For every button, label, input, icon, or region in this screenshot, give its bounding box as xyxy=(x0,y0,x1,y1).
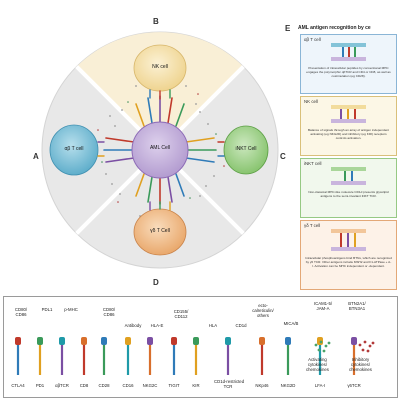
legend-icon-ctla4 xyxy=(15,337,21,375)
legend-icons xyxy=(15,337,375,375)
legend-top-label-ecto: ecto- calreticulin/ others xyxy=(252,303,274,318)
legend-icon-nkg2d xyxy=(285,337,291,375)
ab-t-cell-box: αβ T cell Presentation of intracellular … xyxy=(300,34,397,94)
legend-bottom-label-cd16: CD16 xyxy=(122,383,134,388)
nk-receptor-illustration xyxy=(331,105,366,123)
panel-letter-e: E xyxy=(285,24,291,33)
legend-inhibitory-label: Inhibitory cytokines/ chemokines xyxy=(349,357,372,372)
ab-tcr-illustration xyxy=(331,43,366,61)
inkt-cell-box: iNKT cell Non-classical MHC-like molecul… xyxy=(300,158,397,218)
legend-icon-kir xyxy=(193,337,199,375)
legend-bottom-label-cd8: CD8 xyxy=(79,383,89,388)
nk-cell-box: NK cell Balance of signals through an ar… xyxy=(300,96,397,156)
legend-top-label-cd1d: CD1d xyxy=(235,323,247,328)
legend-bottom-label-gdtcr: γ6TCR xyxy=(347,383,361,388)
legend-top-label-cd80-cd86-b: CD80/ CD86 xyxy=(102,307,116,317)
legend-icon-pd1 xyxy=(37,337,43,375)
legend-top-label-icam: ICAM1-5/ JAM-A xyxy=(313,301,333,311)
inhibitory-particles xyxy=(97,93,225,203)
gd-t-cell-box-title: γδ T cell xyxy=(304,223,321,228)
legend-bottom-label-kir: KIR xyxy=(192,383,200,388)
legend-bottom-label-nkg2d: NKG2D xyxy=(280,383,296,388)
legend-bottom-label-lfa1: LFA-I xyxy=(314,383,326,388)
gd-t-cell-box-text: Intracellular phosphoantigens bind BTNs,… xyxy=(305,256,392,268)
gd-t-cell-label: γδ T Cell xyxy=(150,228,170,234)
legend-bottom-label-nkp46: NKp46 xyxy=(255,383,269,388)
activating-cytokine-icon xyxy=(314,340,331,353)
legend-icon-nkp46 xyxy=(259,337,265,375)
ab-t-cell-box-title: αβ T cell xyxy=(304,37,321,42)
ab-t-cell-box-text: Presentation of intracellular peptides b… xyxy=(306,66,391,78)
legend-top-label-cd155: CD155/ CD112 xyxy=(173,309,189,319)
legend-bottom-label-tigit: TIGIT xyxy=(168,383,180,388)
nk-cell-label: NK cell xyxy=(152,64,168,70)
inkt-cell-label: iNKT Cell xyxy=(235,146,257,152)
ab-t-cell xyxy=(49,124,99,176)
legend-icon-cd1d-tcr xyxy=(225,337,231,375)
legend-top-label-mica: MICA/B xyxy=(283,321,299,326)
nk-cell-box-text: Balance of signals through an array of a… xyxy=(307,128,389,140)
legend-top-label-antibody: Antibody xyxy=(124,323,142,328)
legend-icon-cd16 xyxy=(125,337,131,375)
legend-bottom-label-abtcr: αβTCR xyxy=(55,383,69,388)
panel-letter-c: C xyxy=(280,152,286,161)
panel-letter-a: A xyxy=(33,152,39,161)
inkt-tcr-illustration xyxy=(331,167,366,185)
gd-tcr-illustration xyxy=(331,229,366,251)
aml-cell xyxy=(131,121,189,179)
legend-bottom-label-nkg2c: NKG2C xyxy=(142,383,158,388)
legend-bottom-label-ctla4: CTLA4 xyxy=(11,383,25,388)
side-panel-title: AML antigen recognition by ce xyxy=(298,25,371,31)
legend-top-label-hla-e: HLA-E xyxy=(150,323,164,328)
receptor-spikes xyxy=(103,95,217,205)
legend-icon-cd28 xyxy=(101,337,107,375)
legend-icon-nkg2c xyxy=(147,337,153,375)
legend-icon-abtcr xyxy=(59,337,65,375)
legend-icon-gdtcr xyxy=(351,337,357,375)
legend-icon-tigit xyxy=(171,337,177,375)
ab-t-cell-label: αβ T cell xyxy=(64,146,84,152)
outer-cell-receptors xyxy=(97,89,225,211)
legend-top-label-pdl1: PDL1 xyxy=(41,307,53,312)
gd-t-cell-box: γδ T cell Intracellular phosphoantigens … xyxy=(300,220,397,290)
aml-cell-label: AML Cell xyxy=(149,145,171,151)
legend-top-label-btn: BTN2A1/ BTN3A1 xyxy=(348,301,366,311)
inhibitory-cytokine-icon xyxy=(358,340,375,353)
legend-bottom-label-cd28: CD28 xyxy=(98,383,110,388)
inkt-cell-box-text: Non-classical MHC-like molecule CD1d pre… xyxy=(308,190,389,198)
legend-icon-cd8 xyxy=(81,337,87,375)
legend-top-label-pmhc: p-MHC xyxy=(64,307,78,312)
legend-top-label-hla: HLA xyxy=(208,323,218,328)
inkt-cell-box-title: iNKT cell xyxy=(304,161,322,166)
legend-bottom-label-cd1d-tcr: CD1d-restricted TCR xyxy=(214,379,245,389)
activating-particles xyxy=(101,101,217,227)
legend-activating-label: Activating cytokines/ chemokines xyxy=(306,357,329,372)
nk-cell-box-title: NK cell xyxy=(304,99,318,104)
legend-top-label-cd80-cd86-a: CD80/ CD86 xyxy=(14,307,28,317)
immune-cell-diagram xyxy=(41,31,279,269)
panel-letter-b: B xyxy=(153,17,159,26)
inkt-cell xyxy=(223,125,269,175)
legend-bottom-label-pd1: PD1 xyxy=(35,383,45,388)
panel-letter-d: D xyxy=(153,278,159,287)
